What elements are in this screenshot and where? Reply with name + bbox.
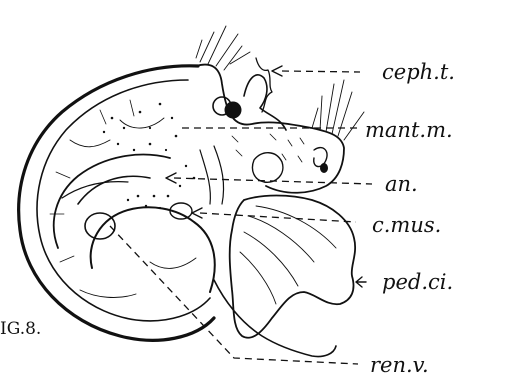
label-an: an. [385,172,418,196]
shell-stipple [103,103,196,209]
foot-ridges [240,206,336,304]
siphon-spot [320,163,328,173]
arrow-ceph [272,66,282,76]
body-stipple [232,134,304,162]
label-mant-m: mant.m. [365,118,453,142]
label-ceph-t: ceph.t. [382,60,455,84]
leader-cmus [200,213,356,222]
leader-an [174,178,372,184]
shell-suture [62,182,128,198]
shell-inner-margin [37,80,210,321]
eye [225,102,242,119]
leader-ped [356,277,366,287]
label-c-mus: c.mus. [372,213,441,237]
cephalic-tentacle [256,58,272,112]
tentacle-hairs-right [312,80,364,140]
label-ped-ci: ped.ci. [382,270,453,294]
leader-ren [110,226,358,364]
figure-number: IG.8. [0,319,41,339]
muscle-band [200,146,224,204]
tentacle-hairs-left [196,26,250,70]
label-ren-v: ren.v. [370,353,429,377]
mantle-margin-lobe [252,153,282,183]
shell-whorl-1 [91,207,215,292]
leader-ceph [282,71,360,72]
shell-texture-1 [70,118,196,297]
shell-whorl-3 [78,176,150,204]
